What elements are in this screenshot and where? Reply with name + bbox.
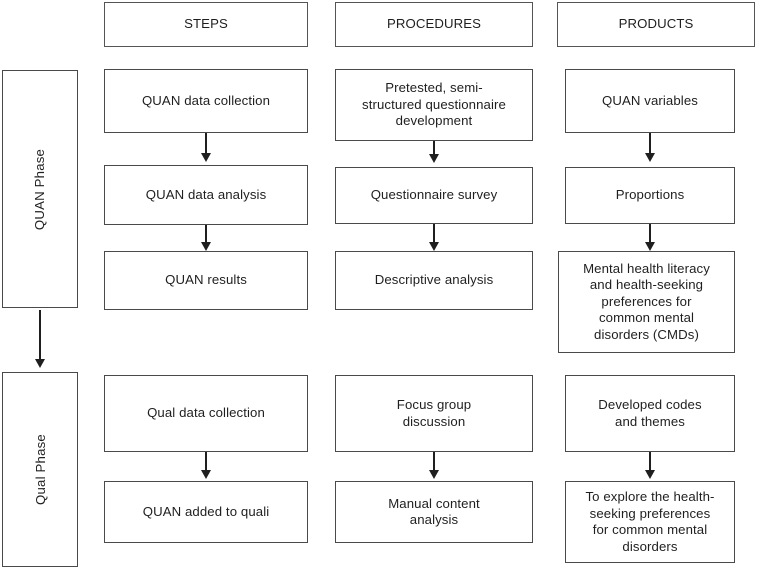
- node-quan-results: QUAN results: [104, 251, 308, 310]
- arrow-variables-to-proportions: [649, 133, 651, 156]
- node-quan-added-to-quali-label: QUAN added to quali: [142, 503, 270, 519]
- node-qual-data-collection-label: Qual data collection: [147, 405, 265, 421]
- node-explore-health-seeking-label: To explore the health- seeking preferenc…: [585, 489, 715, 554]
- node-questionnaire-survey-label: Questionnaire survey: [370, 187, 498, 203]
- node-manual-content-analysis: Manual content analysis: [335, 481, 533, 543]
- arrow-development-to-survey: [433, 141, 435, 158]
- arrowhead-focus-group-to-content-analysis: [428, 470, 439, 479]
- node-proportions: Proportions: [565, 167, 735, 224]
- phase-qual-phase: Qual Phase: [2, 372, 78, 567]
- node-descriptive-analysis-label: Descriptive analysis: [374, 272, 494, 288]
- node-explore-health-seeking: To explore the health- seeking preferenc…: [565, 481, 735, 563]
- node-quan-added-to-quali: QUAN added to quali: [104, 481, 308, 543]
- node-quan-data-analysis: QUAN data analysis: [104, 165, 308, 225]
- node-proportions-label: Proportions: [615, 187, 685, 203]
- node-mental-health-literacy: Mental health literacy and health-seekin…: [558, 251, 735, 353]
- node-questionnaire-development-label: Pretested, semi- structured questionnair…: [362, 80, 506, 129]
- node-focus-group-discussion-label: Focus group discussion: [396, 397, 472, 429]
- arrow-survey-to-descriptive: [433, 224, 435, 245]
- arrowhead-quan-collection-to-analysis: [200, 153, 211, 162]
- node-quan-data-collection: QUAN data collection: [104, 69, 308, 133]
- node-manual-content-analysis-label: Manual content analysis: [388, 495, 480, 528]
- column-header-steps-label: STEPS: [184, 16, 228, 32]
- node-questionnaire-development: Pretested, semi- structured questionnair…: [335, 69, 533, 141]
- node-quan-variables-label: QUAN variables: [602, 92, 698, 108]
- node-quan-data-collection-label: QUAN data collection: [141, 92, 271, 108]
- node-quan-results-label: QUAN results: [165, 272, 247, 288]
- node-developed-codes-themes: Developed codes and themes: [565, 375, 735, 452]
- arrowhead-quan-phase-to-qual-phase: [34, 359, 45, 368]
- arrow-quan-collection-to-analysis: [205, 133, 207, 156]
- node-qual-data-collection: Qual data collection: [104, 375, 308, 452]
- node-focus-group-discussion: Focus group discussion: [335, 375, 533, 452]
- phase-qual-phase-label: Qual Phase: [32, 434, 48, 505]
- column-header-steps: STEPS: [104, 2, 308, 47]
- arrowhead-quan-analysis-to-results: [200, 242, 211, 251]
- column-header-procedures: PROCEDURES: [335, 2, 533, 47]
- arrowhead-survey-to-descriptive: [428, 242, 439, 251]
- arrowhead-qual-collection-to-added: [200, 470, 211, 479]
- node-questionnaire-survey: Questionnaire survey: [335, 167, 533, 224]
- node-mental-health-literacy-label: Mental health literacy and health-seekin…: [583, 260, 710, 342]
- arrow-codes-to-explore: [649, 452, 651, 473]
- arrowhead-proportions-to-literacy: [644, 242, 655, 251]
- arrow-quan-analysis-to-results: [205, 225, 207, 245]
- arrowhead-codes-to-explore: [644, 470, 655, 479]
- node-developed-codes-themes-label: Developed codes and themes: [598, 397, 702, 429]
- phase-quan-phase-label: QUAN Phase: [32, 148, 48, 230]
- node-quan-variables: QUAN variables: [565, 69, 735, 133]
- phase-quan-phase: QUAN Phase: [2, 70, 78, 308]
- column-header-procedures-label: PROCEDURES: [386, 16, 482, 32]
- arrow-qual-collection-to-added: [205, 452, 207, 473]
- arrow-focus-group-to-content-analysis: [433, 452, 435, 473]
- arrow-quan-phase-to-qual-phase: [39, 310, 41, 362]
- node-quan-data-analysis-label: QUAN data analysis: [145, 186, 267, 202]
- arrow-proportions-to-literacy: [649, 224, 651, 245]
- arrowhead-development-to-survey: [428, 154, 439, 163]
- column-header-products: PRODUCTS: [557, 2, 755, 47]
- column-header-products-label: PRODUCTS: [618, 16, 694, 32]
- node-descriptive-analysis: Descriptive analysis: [335, 251, 533, 310]
- arrowhead-variables-to-proportions: [644, 153, 655, 162]
